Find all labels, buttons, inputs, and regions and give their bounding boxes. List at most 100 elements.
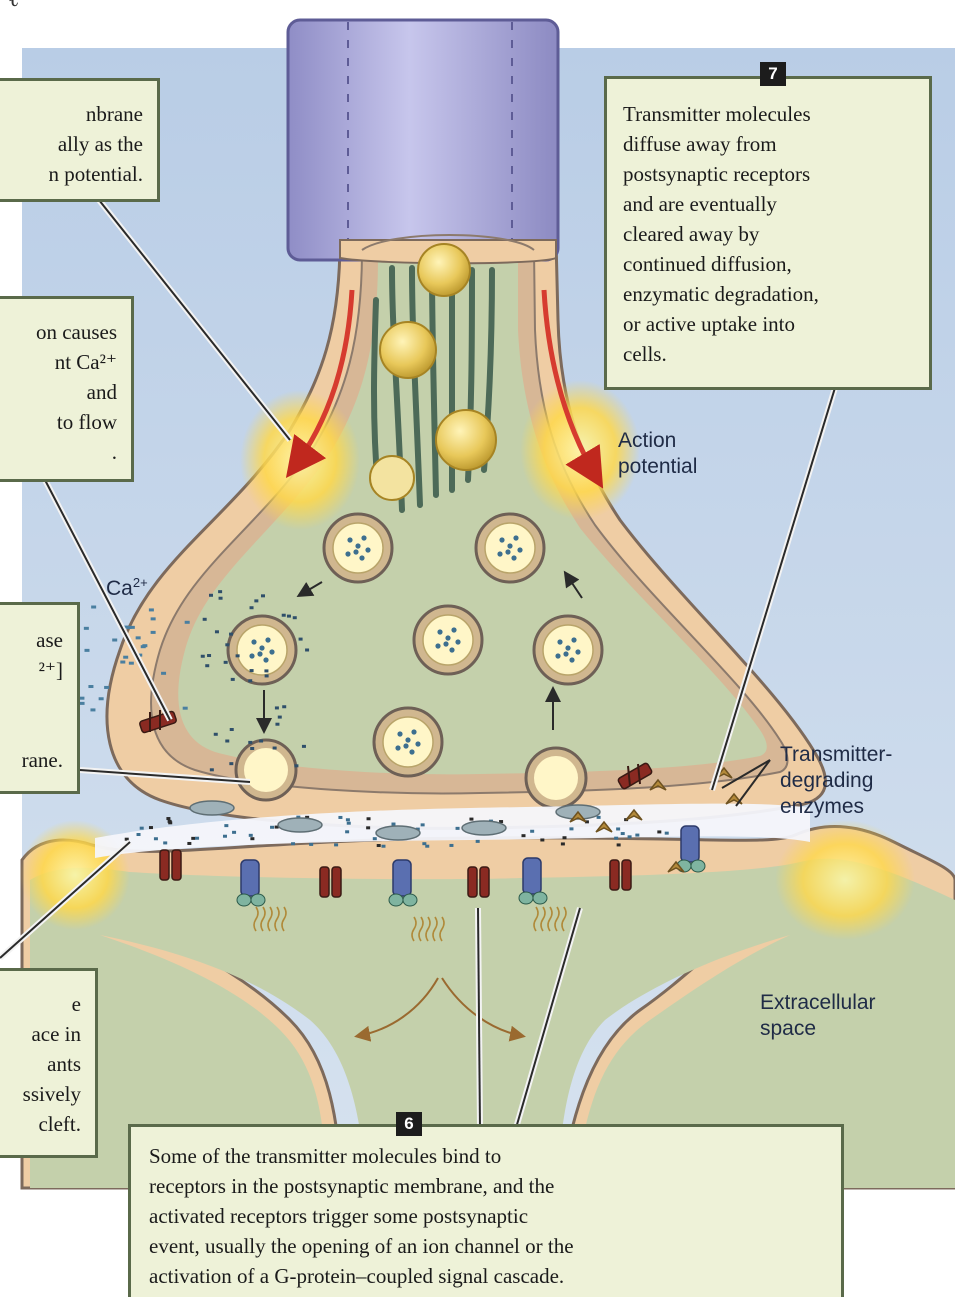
transmitter-molecule (366, 826, 370, 829)
callout-7-line-1: Transmitter molecules (623, 99, 913, 129)
transmitter-molecule (476, 840, 480, 843)
left-2-line-1: on causes (36, 317, 117, 347)
calcium-ion (84, 649, 89, 652)
left-4-line-1: e (23, 989, 81, 1019)
calcium-ion (183, 707, 188, 710)
transmitter-molecule (338, 816, 342, 819)
calcium-ion (250, 606, 254, 609)
callout-left-4: e ace in ants ssively cleft. (0, 968, 98, 1158)
transmitter-molecule (421, 823, 425, 826)
calcium-ion (207, 654, 211, 657)
calcium-ion (151, 617, 156, 620)
left-4-line-5: cleft. (23, 1109, 81, 1139)
calcium-ion (84, 627, 89, 630)
callout-6-line-1: Some of the transmitter molecules bind t… (149, 1141, 823, 1171)
left-3-line-1: ase (22, 625, 63, 655)
calcium-ion (99, 697, 104, 700)
transmitter-molecule (621, 832, 625, 835)
transport-vesicle-3 (436, 410, 496, 470)
transmitter-molecule (530, 830, 534, 833)
calcium-ion (126, 626, 131, 629)
calcium-ion (201, 655, 205, 658)
left-4-line-3: ants (23, 1049, 81, 1079)
calcium-ion (250, 747, 254, 750)
calcium-ion (120, 661, 125, 664)
calcium-ion (203, 618, 207, 621)
calcium-ion (248, 679, 252, 682)
transmitter-molecule (469, 818, 473, 821)
left-2-line-5: . (36, 437, 117, 467)
docked-vesicle (236, 740, 296, 800)
calcium-ion (248, 741, 252, 744)
calcium-ion (214, 733, 218, 736)
calcium-ion (261, 594, 265, 597)
calcium-ion (210, 768, 214, 771)
calcium-ion (293, 616, 297, 619)
transmitter-molecule (377, 844, 381, 847)
calcium-ion (123, 656, 128, 659)
transmitter-molecule (456, 827, 460, 830)
calcium-ion (225, 739, 229, 742)
transmitter-molecule (232, 831, 236, 834)
step-6-number: 6 (396, 1112, 422, 1136)
transmitter-molecule (154, 837, 158, 840)
transmitter-molecule (425, 845, 429, 848)
synaptic-vesicle (324, 514, 392, 582)
calcium-ion (224, 661, 228, 664)
calcium-ion (278, 716, 282, 719)
transmitter-molecule (345, 830, 349, 833)
calcium-ion (80, 702, 85, 705)
callout-7-line-7: enzymatic degradation, (623, 279, 913, 309)
left-1-line-3: n potential. (49, 159, 143, 189)
transmitter-molecule (166, 817, 170, 820)
calcium-ion (305, 648, 309, 651)
left-4-line-4: ssively (23, 1079, 81, 1109)
transmitter-molecule (224, 824, 228, 827)
calcium-label: Ca2+ (106, 570, 148, 602)
callout-7-line-3: postsynaptic receptors (623, 159, 913, 189)
transmitter-molecule (657, 830, 661, 833)
calcium-ion (265, 674, 269, 677)
transmitter-molecule (391, 823, 395, 826)
calcium-symbol: Ca (106, 577, 133, 600)
calcium-ion (129, 662, 134, 665)
callout-6-line-4: event, usually the opening of an ion cha… (149, 1231, 823, 1261)
calcium-ion (282, 614, 286, 617)
step-7-number: 7 (760, 62, 786, 86)
extracellular-label: Extracellular space (760, 990, 876, 1042)
transmitter-molecule (561, 842, 565, 845)
calcium-ion (218, 590, 222, 593)
calcium-ion (230, 728, 234, 731)
transmitter-molecule (563, 836, 567, 839)
callout-7-line-4: and are eventually (623, 189, 913, 219)
callout-7-line-9: cells. (623, 339, 913, 369)
calcium-ion (231, 678, 235, 681)
calcium-ion (209, 594, 213, 597)
calcium-ion (229, 633, 233, 636)
transmitter-molecule (449, 844, 453, 847)
transmitter-molecule (223, 835, 227, 838)
calcium-ion (104, 686, 109, 689)
left-1-line-2: ally as the (49, 129, 143, 159)
transmitter-molecule (614, 837, 618, 840)
callout-step-7: Transmitter molecules diffuse away from … (604, 76, 932, 390)
synaptic-vesicle (476, 514, 544, 582)
transmitter-molecule (187, 842, 191, 845)
left-1-line-1: nbrane (49, 99, 143, 129)
calcium-ion (287, 615, 291, 618)
calcium-ion (112, 639, 117, 642)
transmitter-molecule (291, 842, 295, 845)
calcium-ion (79, 697, 84, 700)
calcium-ion (136, 636, 141, 639)
transmitter-molecule (137, 833, 141, 836)
left-3-line-4: rane. (22, 745, 63, 775)
synaptic-vesicle (374, 708, 442, 776)
transport-vesicle-1 (418, 244, 470, 296)
calcium-ion (219, 597, 223, 600)
extracellular-label-line-2: space (760, 1016, 876, 1042)
calcium-ion (275, 706, 279, 709)
transmitter-molecule (381, 845, 385, 848)
transmitter-molecule (346, 818, 350, 821)
callout-step-6: Some of the transmitter molecules bind t… (128, 1124, 844, 1297)
